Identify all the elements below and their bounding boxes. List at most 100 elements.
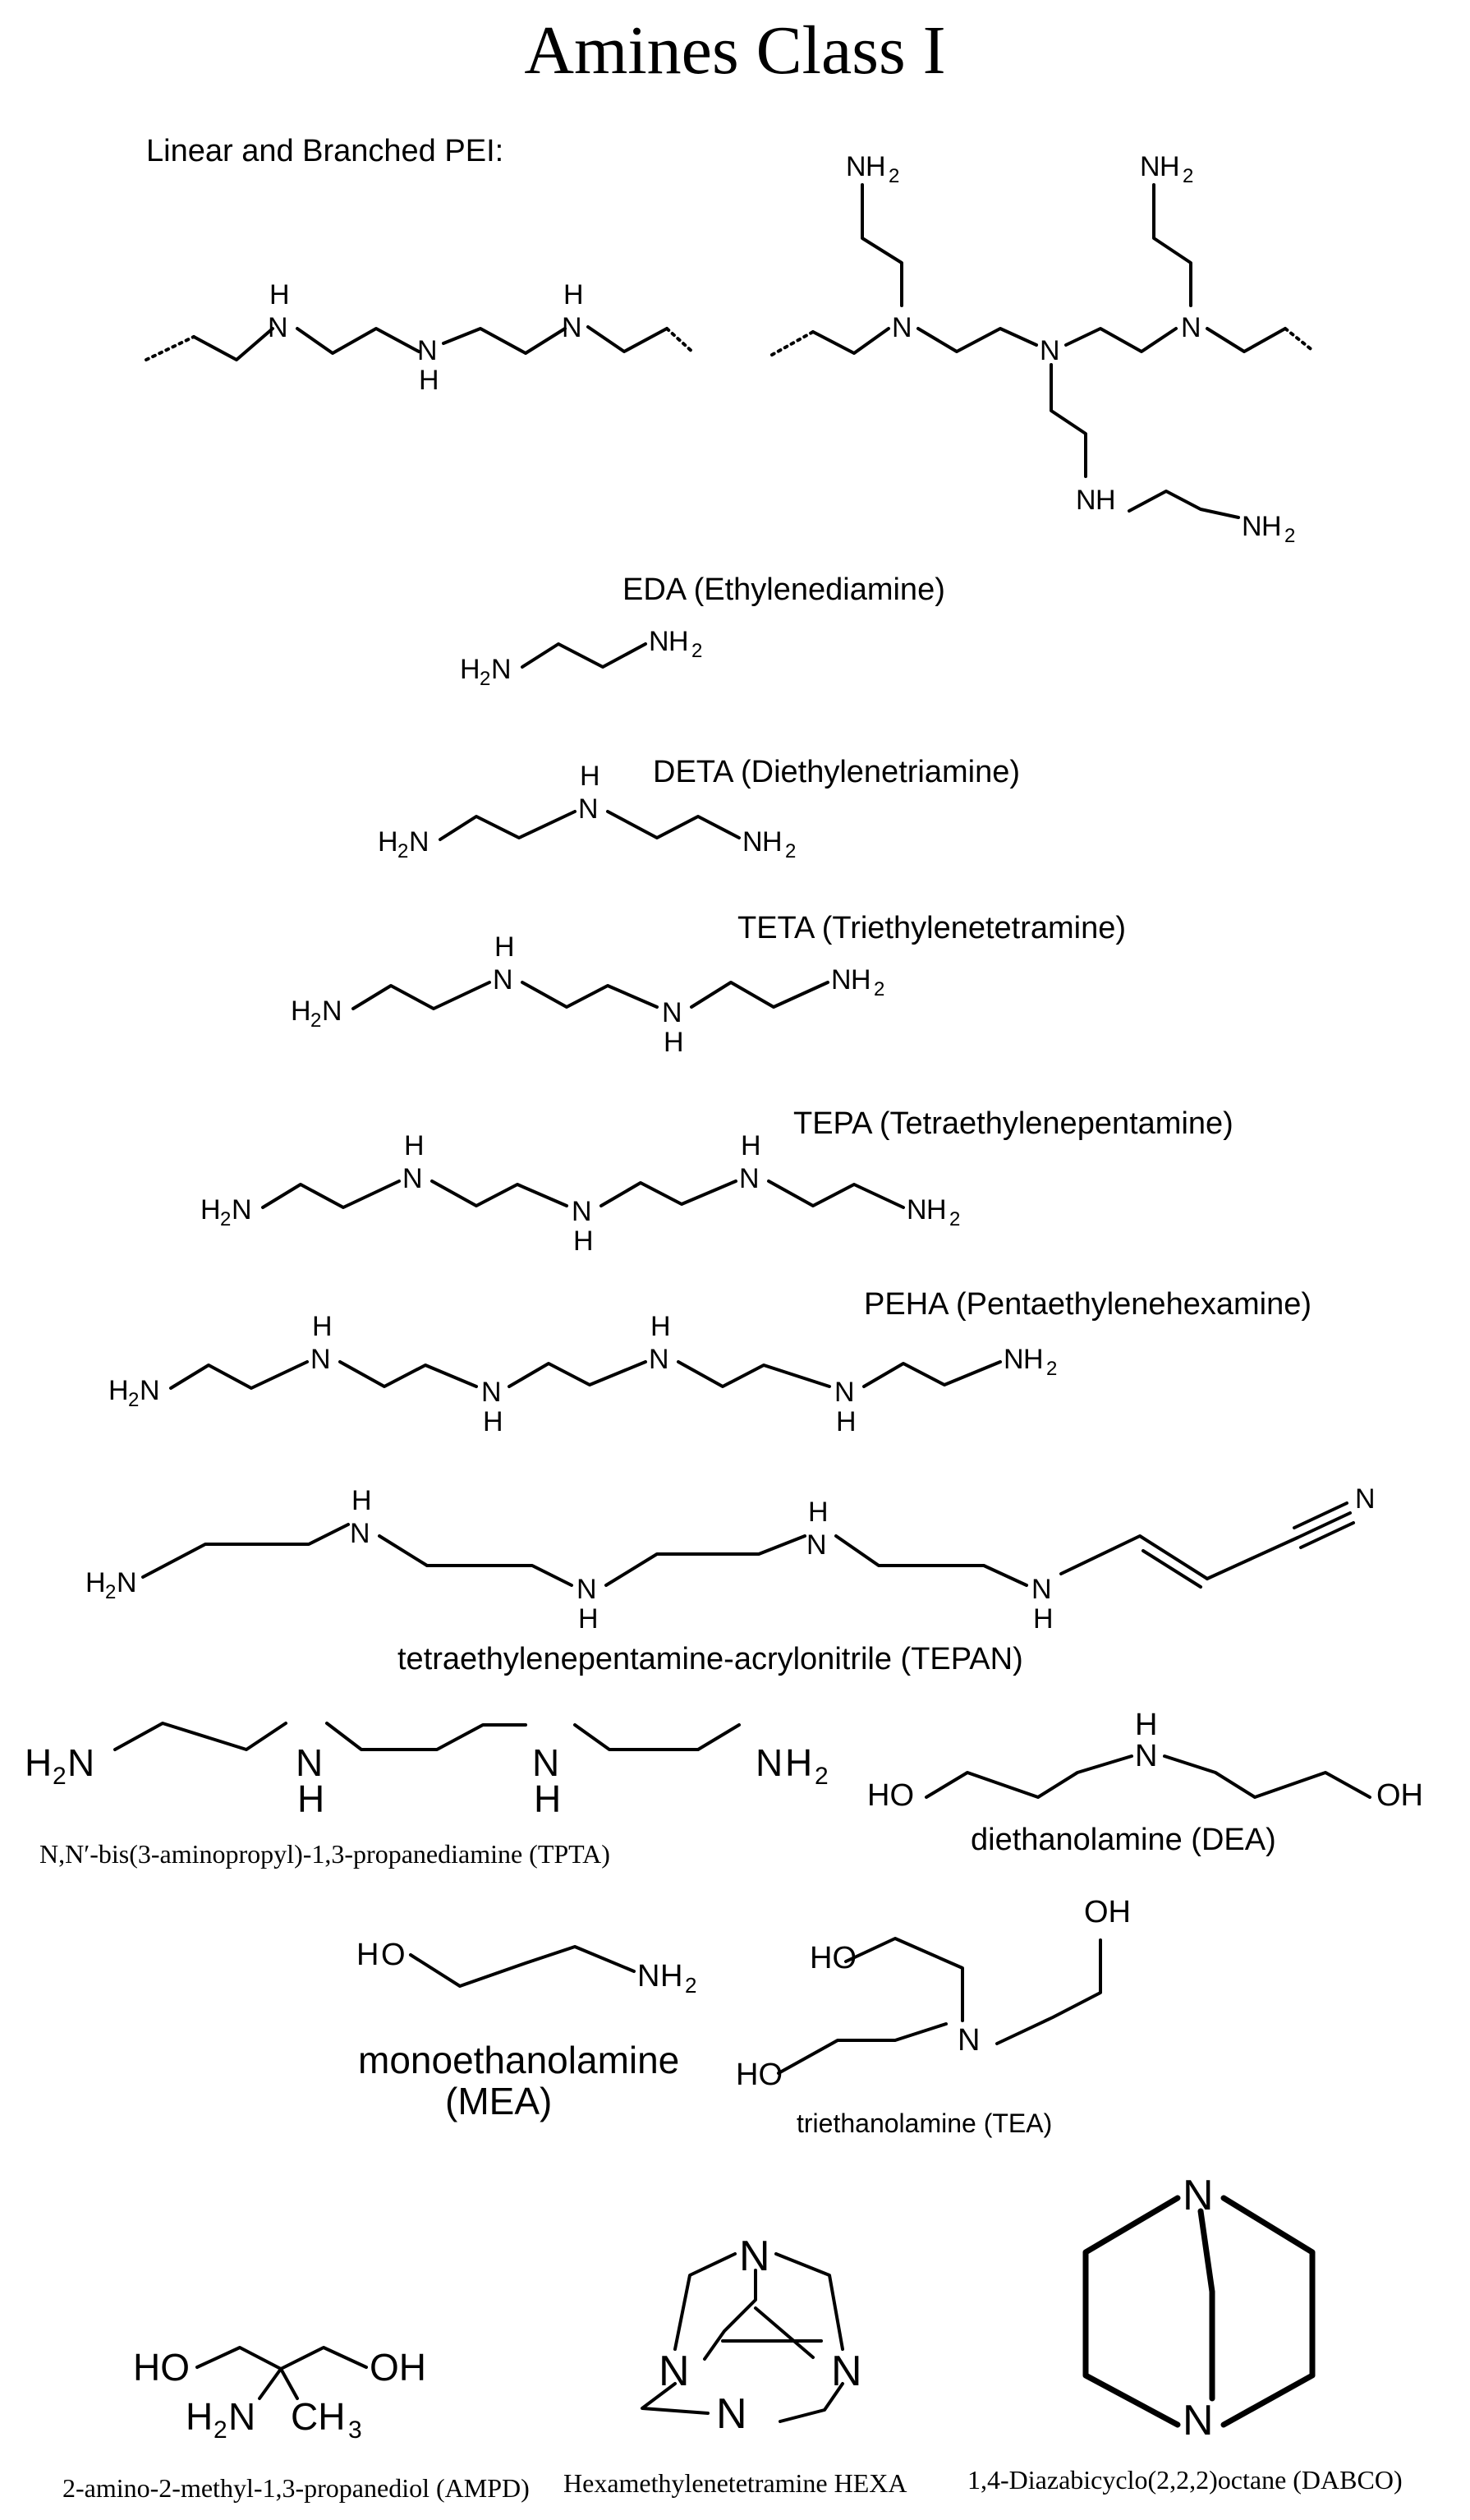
pei-label: Linear and Branched PEI: bbox=[146, 134, 503, 168]
atom-h: H bbox=[1033, 1603, 1054, 1635]
tepan-section: H 2 N H N N H H N N H N tetraethylenepen… bbox=[85, 1483, 1376, 1676]
atom-h: H bbox=[578, 1603, 599, 1635]
atom-n: N bbox=[481, 1377, 502, 1408]
subscript-2: 2 bbox=[480, 668, 490, 690]
atom-h: H bbox=[291, 996, 311, 1027]
atom-h: H bbox=[312, 1311, 333, 1342]
hexa-label: Hexamethylenetetramine HEXA bbox=[563, 2468, 907, 2498]
atom-h: H bbox=[563, 279, 584, 310]
atom-h: H bbox=[494, 931, 515, 963]
atom-n: N bbox=[834, 1377, 855, 1408]
atom-n: N bbox=[322, 996, 342, 1027]
tea-oh-top: HO bbox=[810, 1941, 857, 1975]
atom-h: H bbox=[1135, 1708, 1157, 1742]
subscript-2: 2 bbox=[815, 1763, 829, 1790]
mea-section: H O N H 2 monoethanolamine (MEA) bbox=[356, 1938, 696, 2122]
atom-h: H bbox=[1160, 151, 1180, 182]
mea-label-line1: monoethanolamine bbox=[358, 2039, 679, 2081]
dea-oh: HO bbox=[867, 1778, 914, 1813]
atom-h: H bbox=[1023, 1344, 1044, 1375]
atom-h: H bbox=[866, 151, 886, 182]
atom-n: N bbox=[417, 335, 438, 366]
ampd-label: 2-amino-2-methyl-1,3-propanediol (AMPD) bbox=[62, 2473, 530, 2503]
atom-h: H bbox=[404, 1130, 425, 1161]
atom-h: H bbox=[668, 626, 689, 657]
atom-n: N bbox=[742, 826, 763, 858]
subscript-2: 2 bbox=[220, 1208, 231, 1230]
subscript-2: 2 bbox=[1183, 165, 1193, 187]
atom-n: N bbox=[1135, 1739, 1157, 1773]
subscript-2: 2 bbox=[949, 1208, 960, 1230]
atom-h: H bbox=[650, 1311, 671, 1342]
tpta-section: H 2 N N H N H N H 2 N,N′-bis(3-aminoprop… bbox=[25, 1722, 829, 1869]
atom-n: N bbox=[1040, 335, 1060, 366]
tepa-label: TEPA (Tetraethylenepentamine) bbox=[793, 1106, 1233, 1141]
atom-h: H bbox=[741, 1130, 761, 1161]
atom-n: N bbox=[649, 626, 669, 657]
tepan-label: tetraethylenepentamine-acrylonitrile (TE… bbox=[397, 1642, 1023, 1676]
atom-n: N bbox=[1031, 1574, 1052, 1605]
teta-section: TETA (Triethylenetetramine) H 2 N H N N … bbox=[291, 911, 1126, 1058]
atom-n: N bbox=[649, 1344, 669, 1375]
tea-oh-right: OH bbox=[1084, 1895, 1131, 1929]
atom-n: N bbox=[117, 1567, 137, 1598]
atom-n: N bbox=[1181, 312, 1201, 343]
subscript-2: 2 bbox=[685, 1973, 696, 1998]
atom-n: N bbox=[296, 1741, 323, 1784]
atom-n: N bbox=[491, 654, 512, 685]
atom-n: N bbox=[907, 1194, 927, 1226]
subscript-2: 2 bbox=[128, 1389, 139, 1411]
atom-n: N bbox=[716, 2390, 747, 2438]
atom-h: H bbox=[785, 1741, 812, 1784]
subscript-2: 2 bbox=[214, 2417, 227, 2444]
atom-n: N bbox=[532, 1741, 559, 1784]
subscript-2: 2 bbox=[691, 640, 702, 662]
deta-section: DETA (Diethylenetriamine) H 2 N H N N H … bbox=[378, 755, 1020, 862]
hexa-section: N N N N Hexamethylenetetramine HEXA bbox=[563, 2233, 907, 2498]
atom-n: N bbox=[1076, 485, 1096, 516]
deta-label: DETA (Diethylenetriamine) bbox=[653, 755, 1020, 789]
atom-n: N bbox=[739, 2233, 770, 2280]
tea-label: triethanolamine (TEA) bbox=[797, 2108, 1052, 2138]
dabco-section: N N 1,4-Diazabicyclo(2,2,2)octane (DABCO… bbox=[967, 2172, 1403, 2495]
atom-n: N bbox=[831, 2348, 862, 2395]
atom-n: N bbox=[562, 312, 582, 343]
atom-n: N bbox=[310, 1344, 331, 1375]
atom-h: H bbox=[351, 1485, 372, 1516]
subscript-2: 2 bbox=[889, 165, 899, 187]
dabco-label: 1,4-Diazabicyclo(2,2,2)octane (DABCO) bbox=[967, 2465, 1403, 2495]
atom-n: N bbox=[493, 964, 513, 996]
dea-section: HO H N OH diethanolamine (DEA) bbox=[867, 1708, 1423, 1857]
atom-n: N bbox=[577, 1574, 597, 1605]
atom-h: H bbox=[660, 1959, 682, 1993]
atom-n: N bbox=[1140, 151, 1160, 182]
atom-h: H bbox=[356, 1938, 379, 1972]
teta-label: TETA (Triethylenetetramine) bbox=[737, 911, 1126, 945]
eda-label: EDA (Ethylenediamine) bbox=[622, 573, 945, 607]
atom-h: H bbox=[419, 365, 439, 396]
atom-h: H bbox=[1096, 485, 1116, 516]
subscript-2: 2 bbox=[785, 840, 796, 862]
atom-n: N bbox=[1004, 1344, 1024, 1375]
eda-section: EDA (Ethylenediamine) H 2 N N H 2 bbox=[460, 573, 945, 690]
atom-n: N bbox=[806, 1529, 827, 1561]
tepa-section: TEPA (Tetraethylenepentamine) H 2 N H N … bbox=[200, 1106, 1233, 1257]
atom-n: N bbox=[350, 1518, 370, 1549]
subscript-2: 2 bbox=[874, 978, 884, 1000]
atom-h: H bbox=[186, 2395, 213, 2438]
page-title: Amines Class I bbox=[524, 12, 946, 89]
tea-section: HO OH N HO triethanolamine (TEA) bbox=[736, 1895, 1131, 2138]
atom-h: H bbox=[762, 826, 783, 858]
atom-h: H bbox=[200, 1194, 221, 1226]
ampd-oh-left: HO bbox=[133, 2346, 190, 2389]
peha-section: PEHA (Pentaethylenehexamine) H 2 N H N N… bbox=[108, 1287, 1312, 1437]
atom-h: H bbox=[851, 964, 871, 996]
atom-n: N bbox=[1183, 2172, 1214, 2219]
atom-h: H bbox=[926, 1194, 947, 1226]
atom-h: H bbox=[85, 1567, 106, 1598]
atom-n: N bbox=[1183, 2397, 1214, 2444]
atom-h: H bbox=[378, 826, 398, 858]
tea-oh-left: HO bbox=[736, 2058, 783, 2092]
atom-h: H bbox=[269, 279, 290, 310]
